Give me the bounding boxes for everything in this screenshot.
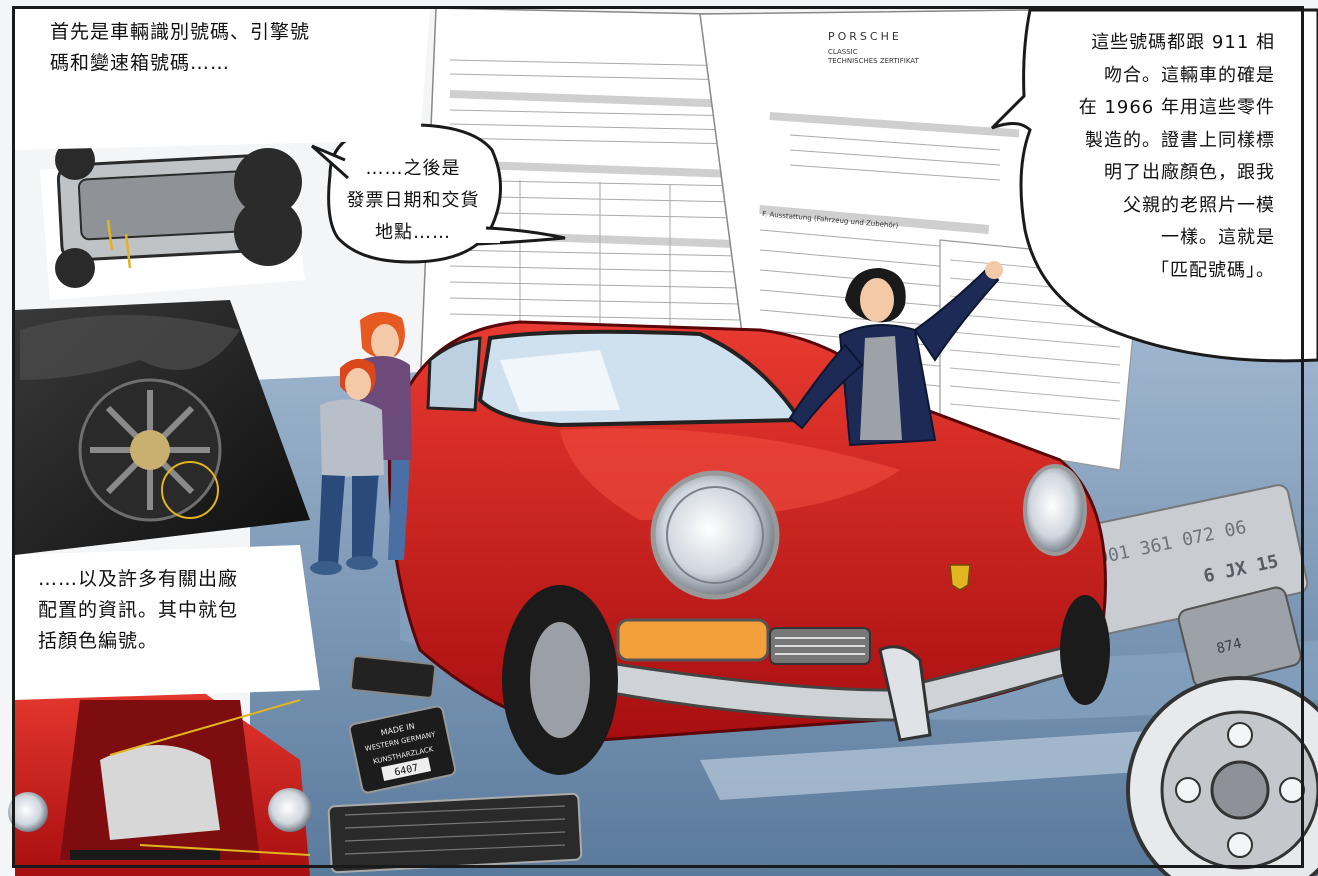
- woman-presenter: [788, 261, 1003, 447]
- speech-bubble-right-shape: [990, 8, 1318, 363]
- certificate-sheet-left: [419, 7, 801, 391]
- wheel-drawing: [1126, 676, 1318, 876]
- children: [310, 311, 412, 575]
- caption-bubble-right: 這些號碼都跟 911 相 吻合。這輛車的確是 在 1966 年用這些零件 製造的…: [1078, 32, 1275, 281]
- caption-bottom-left: ……以及許多有關出廠 配置的資訊。其中就包 括顏色編號。: [38, 568, 239, 652]
- caption-top-left: 首先是車輛識別號碼、引擎號 碼和變速箱號碼……: [50, 21, 311, 74]
- speech-bubble-center-shape: [311, 123, 566, 264]
- transmission-drawing: [40, 140, 305, 300]
- wheel-small-code: 874: [1215, 636, 1243, 658]
- small-black-badge: [349, 655, 437, 699]
- plate-paint-code: 6407: [393, 763, 419, 779]
- cert-classic: CLASSIC: [828, 48, 858, 56]
- engine-drawing: [15, 300, 310, 555]
- caption-box-bottom-left: [15, 545, 320, 700]
- caption-bubble-center: ……之後是 發票日期和交貨 地點……: [346, 158, 480, 243]
- cert-title: TECHNISCHES ZERTIFIKAT: [827, 57, 920, 65]
- porsche-911-car: [387, 320, 1110, 775]
- trunk-drawing: [8, 677, 312, 876]
- caption-box-top-left: [15, 8, 430, 150]
- vin-plate: [327, 792, 583, 874]
- made-in-germany-plate: MADE IN WESTERN GERMANY KUNSTHARZLACK 64…: [348, 705, 457, 794]
- cert-brand: PORSCHE: [828, 30, 902, 43]
